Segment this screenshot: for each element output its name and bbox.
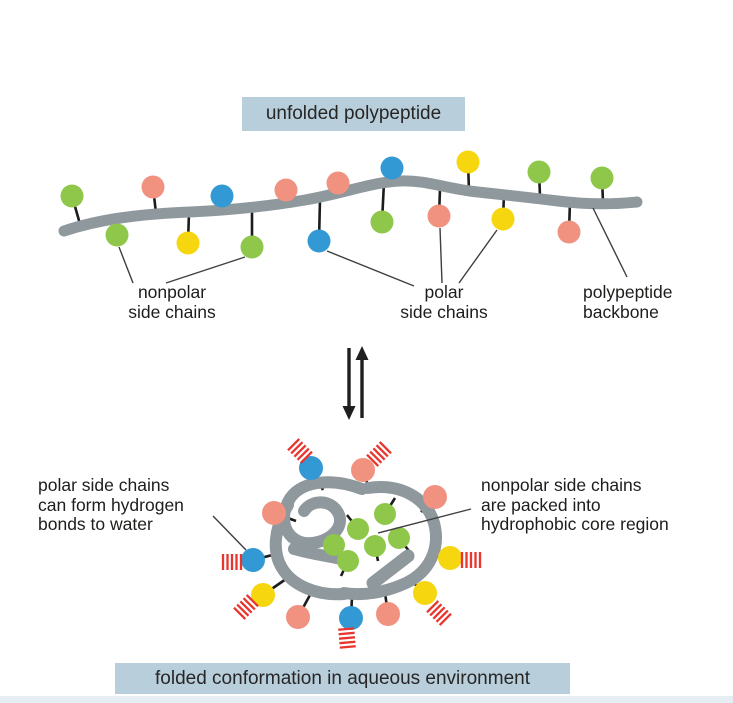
polar-side-chain — [376, 602, 400, 626]
folded-pointer-lines — [212, 508, 472, 551]
folded-backbone — [269, 476, 442, 601]
hydrophobic-core-side-chains — [323, 503, 410, 572]
label-polypeptide-backbone: polypeptide backbone — [583, 282, 673, 322]
polar-side-chain — [557, 220, 581, 244]
label-nonpolar-side-chains: nonpolar side chains — [92, 282, 252, 322]
nonpolar-side-chain — [323, 534, 345, 556]
polar-side-chain — [299, 456, 323, 480]
polar-side-chain — [176, 231, 200, 255]
bottom-edge-strip — [0, 696, 733, 703]
label-line: can form hydrogen — [38, 494, 184, 515]
label-line: side chains — [400, 301, 488, 322]
polar-side-chain — [438, 546, 462, 570]
caption-folded: folded conformation in aqueous environme… — [115, 663, 570, 694]
nonpolar-side-chain — [370, 210, 394, 234]
hydrogen-bond-marks-icon — [338, 627, 356, 649]
nonpolar-side-chain — [388, 527, 410, 549]
nonpolar-side-chain — [105, 223, 129, 247]
label-line: hydrophobic core region — [481, 514, 669, 534]
polar-side-chain — [262, 501, 286, 525]
hydrogen-bond-marks-icon — [366, 441, 392, 467]
label-line: polypeptide — [583, 282, 673, 302]
nonpolar-side-chain — [590, 166, 614, 190]
unfolded-backbone — [58, 175, 643, 237]
polar-side-chain — [427, 204, 451, 228]
hydrogen-bond-marks-icon — [460, 552, 482, 568]
nonpolar-side-chain — [240, 235, 264, 259]
polar-side-chain — [274, 178, 298, 202]
polar-side-chain — [210, 184, 234, 208]
unfolded-side-chains — [60, 150, 614, 259]
nonpolar-side-chain — [347, 518, 369, 540]
polar-side-chain — [326, 171, 350, 195]
label-line: backbone — [583, 301, 659, 322]
hydrogen-bond-marks-icon — [287, 438, 313, 464]
polar-side-chain — [380, 156, 404, 180]
polar-side-chain — [241, 548, 265, 572]
caption-unfolded: unfolded polypeptide — [242, 97, 465, 131]
polar-side-chain — [351, 458, 375, 482]
caption-folded-text: folded conformation in aqueous environme… — [155, 667, 530, 689]
caption-unfolded-text: unfolded polypeptide — [265, 103, 442, 124]
label-polar-hydrogen-bonds: polar side chains can form hydrogen bond… — [38, 475, 184, 535]
label-line: nonpolar side chains — [481, 475, 642, 495]
label-line: polar side chains — [38, 475, 170, 495]
nonpolar-side-chain — [60, 184, 84, 208]
label-line: polar — [424, 282, 464, 302]
equilibrium-arrow-down-icon — [342, 348, 356, 420]
polar-side-chain — [251, 583, 275, 607]
polar-side-chain — [456, 150, 480, 174]
polar-side-chain — [491, 207, 515, 231]
label-line: bonds to water — [38, 514, 153, 534]
label-line: nonpolar — [137, 282, 207, 302]
label-line: side chains — [128, 301, 216, 322]
nonpolar-side-chain — [374, 503, 396, 525]
polar-side-chain — [339, 606, 363, 630]
hydrogen-bond-marks-icon — [221, 554, 243, 570]
hydrogen-bond-marks-icon — [426, 600, 452, 626]
nonpolar-side-chain — [364, 535, 386, 557]
unfolded-pointer-lines — [118, 207, 628, 287]
folded-outer-side-chains — [241, 456, 462, 630]
polar-side-chain — [413, 581, 437, 605]
label-line: are packed into — [481, 494, 601, 515]
hydrogen-bond-marks-icon — [233, 594, 259, 620]
polar-side-chain — [141, 175, 165, 199]
nonpolar-side-chain — [527, 160, 551, 184]
polar-side-chain — [307, 229, 331, 253]
polar-side-chain — [286, 605, 310, 629]
equilibrium-arrow-up-icon — [355, 346, 369, 418]
label-nonpolar-hydrophobic-core: nonpolar side chains are packed into hyd… — [481, 475, 669, 535]
polar-side-chain — [423, 485, 447, 509]
label-polar-side-chains: polar side chains — [364, 282, 524, 322]
nonpolar-side-chain — [337, 550, 359, 572]
